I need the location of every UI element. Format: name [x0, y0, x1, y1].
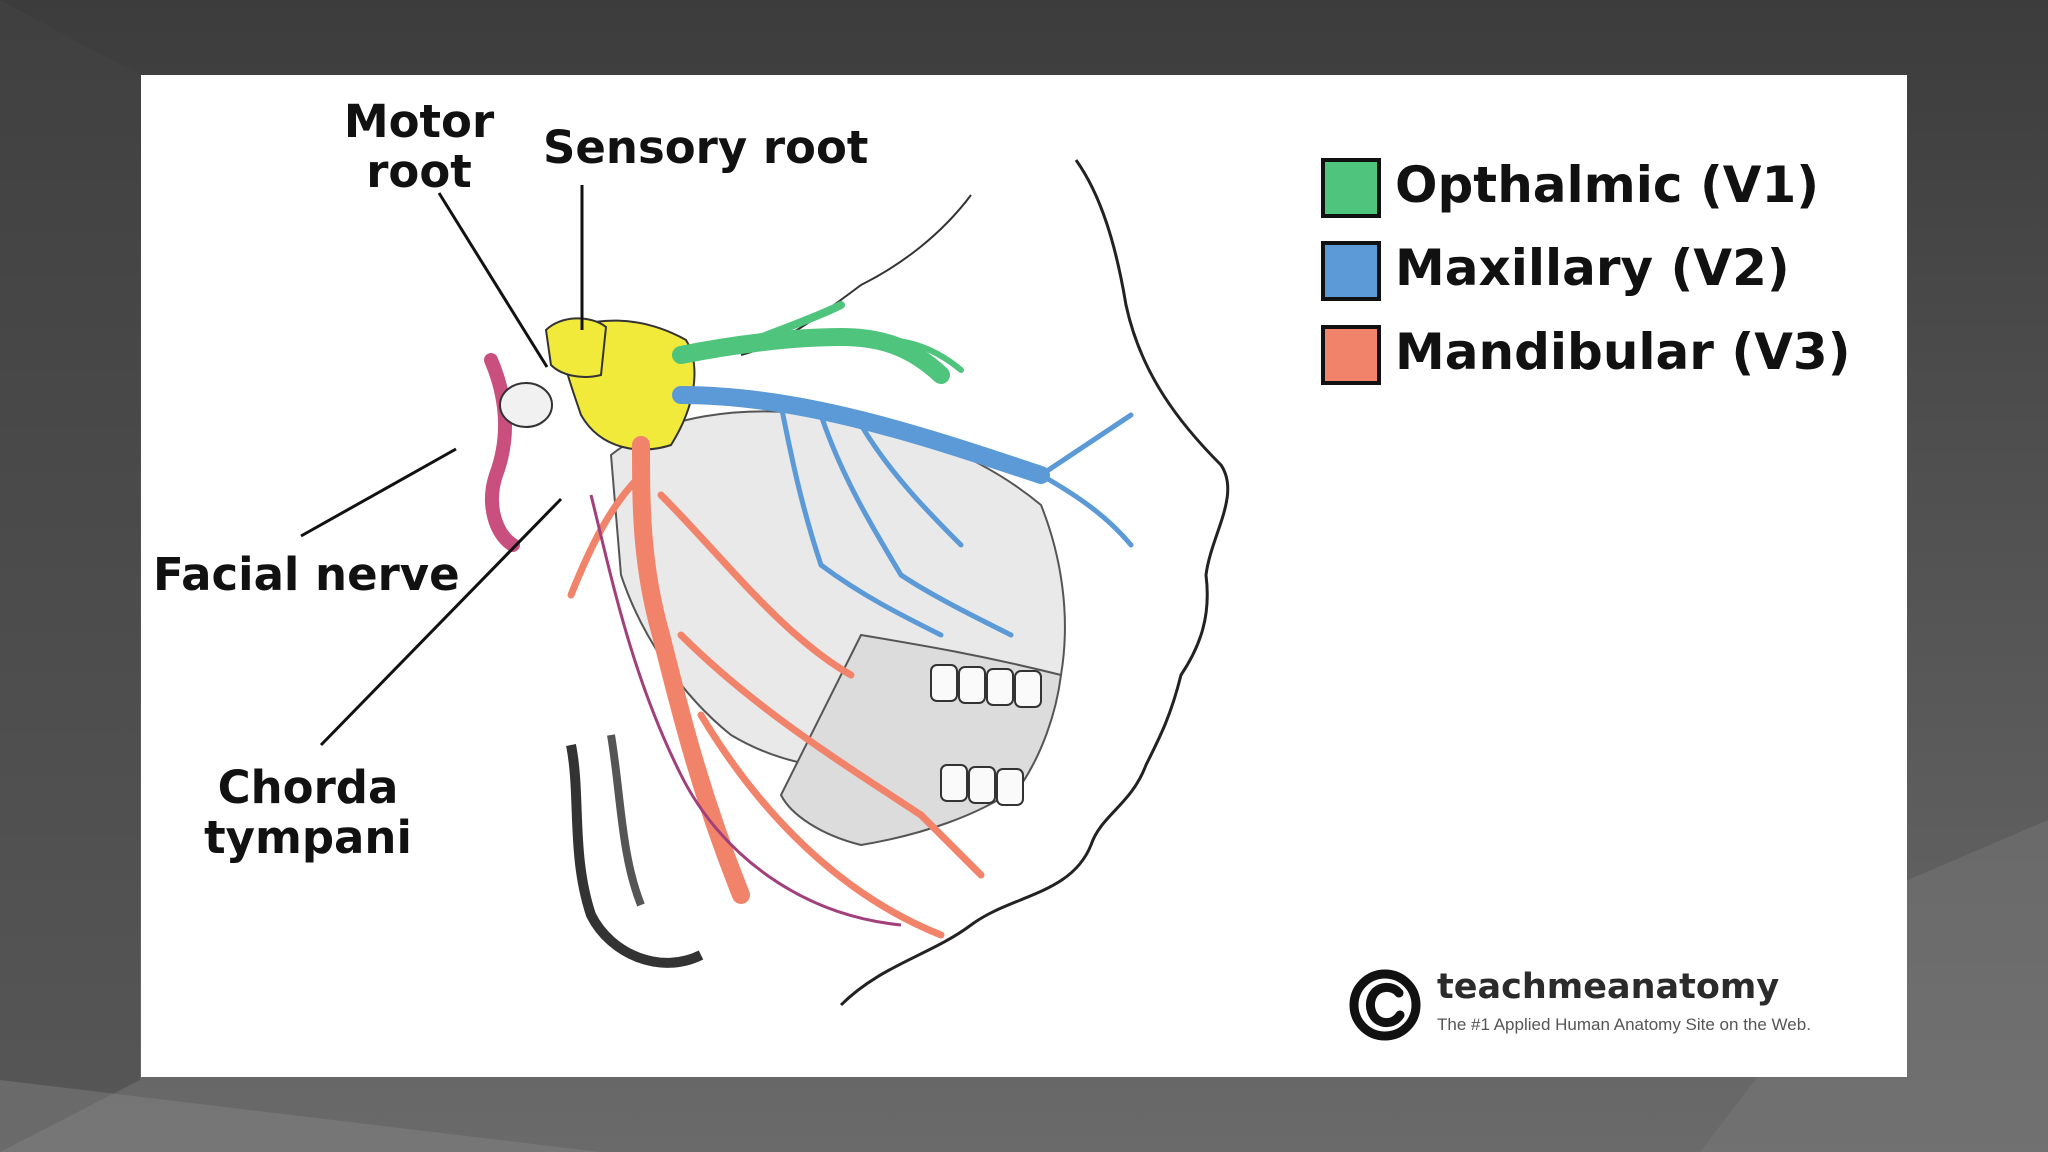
lower-teeth	[940, 764, 1024, 806]
mandibular-nerve	[632, 436, 750, 904]
motor-root-label-line1: Motor	[343, 95, 495, 148]
ophthalmic-nerve	[672, 327, 950, 384]
copyright-icon	[1349, 969, 1421, 1041]
chorda-tympani-path	[589, 494, 902, 927]
sensory-root-label: Sensory root	[543, 121, 869, 174]
legend-label-v2: Maxillary (V2)	[1395, 239, 1790, 297]
face-profile-outline	[839, 159, 1230, 1007]
upper-teeth	[930, 664, 1042, 708]
motor-root-label-line2: root	[366, 145, 472, 198]
chorda-tympani-label-line2: tympani	[204, 811, 412, 864]
ear-structure	[499, 382, 553, 428]
mandibular-branches	[567, 471, 985, 939]
logo-name: teachmeanatomy	[1437, 967, 1780, 1007]
facial-nerve-path	[484, 353, 520, 552]
legend-label-v1: Opthalmic (V1)	[1395, 156, 1820, 214]
diagram-slide: Motor root Sensory root Facial nerve Cho…	[141, 75, 1907, 1077]
carotid-artery	[607, 734, 645, 907]
sensory-root-bundle	[544, 317, 608, 378]
facial-nerve-label: Facial nerve	[153, 548, 460, 601]
chorda-tympani-label: Chorda tympani	[203, 763, 413, 863]
v3-color-swatch	[1321, 325, 1381, 385]
v1-color-swatch	[1321, 158, 1381, 218]
teachmeanatomy-logo: teachmeanatomy The #1 Applied Human Anat…	[1349, 965, 1889, 1045]
legend-label-v3: Mandibular (V3)	[1395, 323, 1851, 381]
maxillary-nerve	[672, 386, 1050, 484]
trigeminal-nerve-illustration	[300, 159, 1230, 1007]
chorda-tympani-label-line1: Chorda	[217, 761, 399, 814]
jugular-vein	[566, 744, 704, 968]
logo-tagline: The #1 Applied Human Anatomy Site on the…	[1437, 1015, 1811, 1034]
leader-lines	[300, 185, 584, 747]
motor-root-label: Motor root	[329, 97, 509, 197]
maxillary-branches	[778, 402, 1134, 638]
v2-color-swatch	[1321, 241, 1381, 301]
